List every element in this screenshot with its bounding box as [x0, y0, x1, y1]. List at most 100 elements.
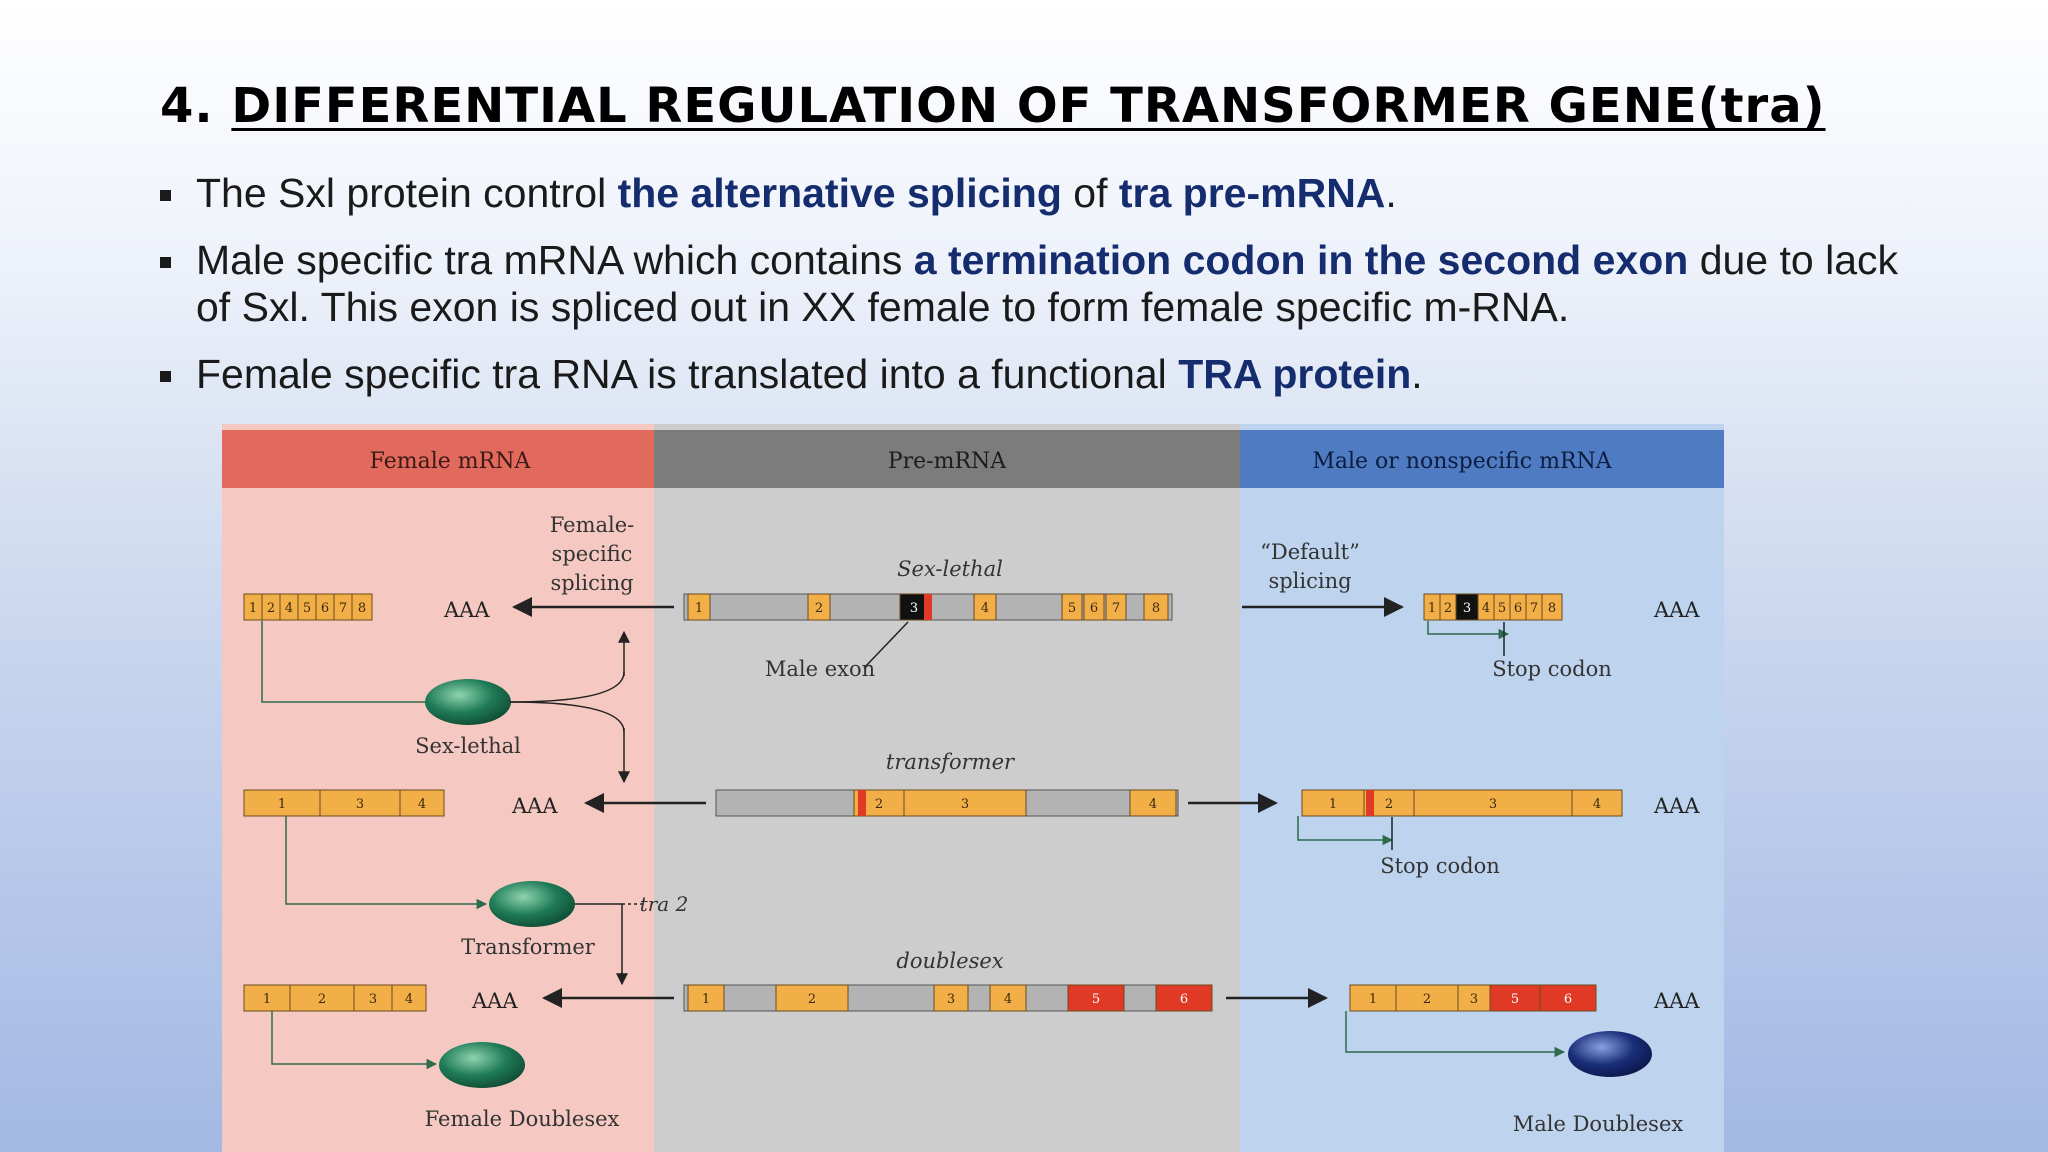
sex-lethal-protein-label: Sex-lethal	[415, 734, 521, 758]
transformer-protein	[489, 881, 575, 927]
exon-number: 3	[910, 601, 918, 616]
female-header	[222, 430, 654, 488]
exon-number: 2	[1423, 992, 1431, 1007]
bullet-text: Female specific tra RNA is translated in…	[196, 351, 1179, 397]
exon-number: 8	[358, 601, 366, 616]
bullet-text: .	[1385, 170, 1397, 216]
title-text: DIFFERENTIAL REGULATION OF TRANSFORMER G…	[231, 78, 1826, 134]
exon-number: 2	[815, 601, 823, 616]
exon-number: 1	[695, 601, 703, 616]
female-panel	[222, 424, 654, 1152]
exon-box	[243, 984, 291, 1012]
sxl-female-polya: AAA	[443, 598, 490, 622]
exon-number: 1	[263, 992, 271, 1007]
bullet-highlight: a termination codon in the second exon	[913, 237, 1689, 283]
gene-label-doublesex: doublesex	[896, 949, 1003, 973]
exon-box	[1541, 593, 1563, 621]
exon-number: 2	[1444, 601, 1452, 616]
exon-box	[1457, 984, 1491, 1012]
gene-label-transformer: transformer	[886, 750, 1016, 774]
exon-number: 3	[369, 992, 377, 1007]
male-doublesex-protein	[1568, 1031, 1652, 1077]
pre-mrna-panel	[654, 424, 1240, 1152]
dsx-male-polya: AAA	[1653, 989, 1700, 1013]
exon-number: 6	[1090, 601, 1098, 616]
bullet-text: .	[1411, 351, 1423, 397]
tra-stop-label: Stop codon	[1380, 854, 1500, 878]
exon-number: 2	[267, 601, 275, 616]
exon-number: 3	[961, 797, 969, 812]
exon-box	[1155, 984, 1213, 1012]
exon-box	[1349, 984, 1397, 1012]
exon-box	[899, 593, 929, 621]
bullet-text: of	[1061, 170, 1119, 216]
exon-number: 8	[1548, 601, 1556, 616]
exon-box	[687, 593, 711, 621]
exon-number: 1	[1369, 992, 1377, 1007]
exon-number: 4	[418, 797, 426, 812]
exon-number: 4	[1004, 992, 1012, 1007]
bullet-2: Male specific tra mRNA which contains a …	[160, 237, 1900, 331]
exon-number: 8	[1152, 601, 1160, 616]
bullet-list: The Sxl protein control the alternative …	[160, 170, 1900, 418]
pre-mrna-header	[654, 430, 1240, 488]
dsx-male-translation-arrow	[1345, 1011, 1566, 1058]
exon-number: 6	[1180, 992, 1188, 1007]
exon-box	[1413, 789, 1573, 817]
bullet-3: Female specific tra RNA is translated in…	[160, 351, 1900, 398]
exon-box	[399, 789, 445, 817]
bullet-text: Male specific tra mRNA which contains	[196, 237, 914, 283]
exon-box	[1489, 984, 1541, 1012]
sxl-bracket-up	[509, 671, 625, 703]
exon-number: 3	[356, 797, 364, 812]
exon-number: 2	[1385, 797, 1393, 812]
exon-number: 1	[702, 992, 710, 1007]
bullet-marker	[160, 257, 171, 268]
male-exon-pointer	[863, 621, 909, 669]
dsx-female-translation-arrow	[271, 1011, 438, 1070]
exon-box	[391, 984, 427, 1012]
bullet-highlight: tra pre-mRNA	[1118, 170, 1386, 216]
exon-number: 3	[1489, 797, 1497, 812]
female-header-label: Female mRNA	[370, 449, 532, 474]
exon-box	[243, 789, 321, 817]
exon-number: 5	[1068, 601, 1076, 616]
exon-box	[933, 984, 969, 1012]
exon-box	[775, 984, 849, 1012]
exon-number: 1	[249, 601, 257, 616]
exon-box	[1105, 593, 1127, 621]
male-panel	[1240, 424, 1724, 1152]
male-exon-label: Male exon	[765, 657, 875, 681]
exon-number: 6	[1514, 601, 1522, 616]
tra2-label: tra 2	[640, 892, 689, 916]
exon-number: 5	[1498, 601, 1506, 616]
gene-label-sex-lethal: Sex-lethal	[897, 557, 1003, 581]
exon-box	[1067, 984, 1125, 1012]
slide-title: 4. DIFFERENTIAL REGULATION OF TRANSFORME…	[160, 78, 1920, 134]
dsx-female-polya: AAA	[471, 989, 518, 1013]
sxl-stop-arrow	[1427, 621, 1510, 640]
exon-box	[1129, 789, 1177, 817]
exon-number: 4	[1482, 601, 1490, 616]
exon-box	[1061, 593, 1083, 621]
female-doublesex-label: Female Doublesex	[425, 1107, 620, 1131]
exon-box	[973, 593, 997, 621]
exon-box	[1083, 593, 1105, 621]
exon-number: 5	[303, 601, 311, 616]
bullet-text: The Sxl protein control	[196, 170, 618, 216]
bullet-marker	[160, 371, 171, 382]
exon-number: 6	[321, 601, 329, 616]
bullet-highlight: the alternative splicing	[617, 170, 1062, 216]
exon-box	[903, 789, 1027, 817]
sxl-bracket-down	[509, 701, 625, 733]
pre-mrna-header-label: Pre-mRNA	[888, 449, 1007, 474]
exon-number: 5	[1092, 992, 1100, 1007]
exon-number: 4	[1149, 797, 1157, 812]
exon-box	[1571, 789, 1623, 817]
